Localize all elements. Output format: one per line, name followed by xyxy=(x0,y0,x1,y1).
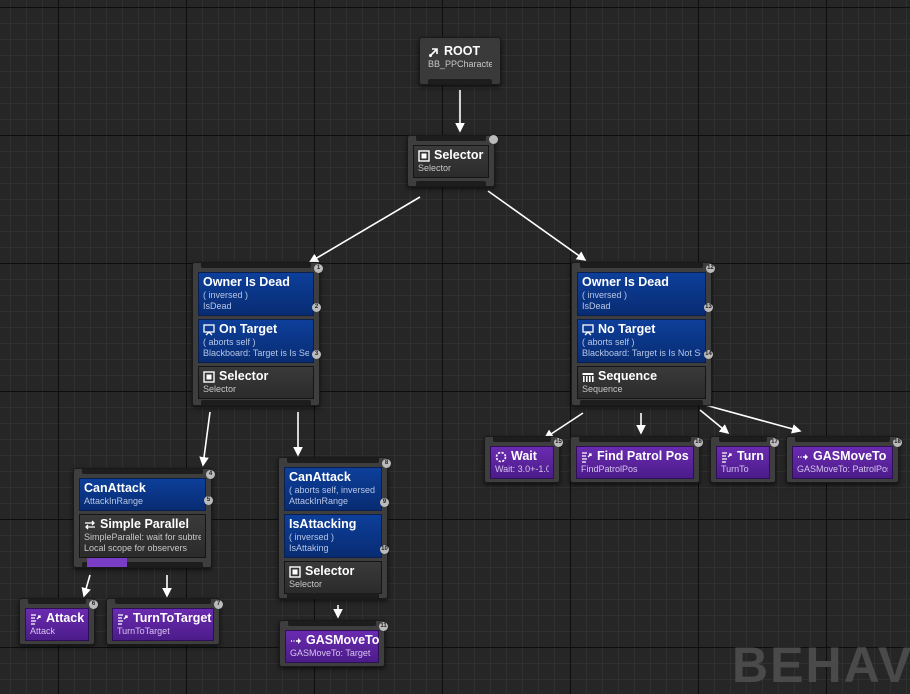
task-icon xyxy=(722,451,732,463)
execution-index-badge: 17 xyxy=(770,438,779,447)
task-turn-node[interactable]: Turn TurnTo 17 xyxy=(710,436,779,483)
task-gas-move-to-target-node[interactable]: GASMoveTo GASMoveTo: Target 11 xyxy=(279,620,388,667)
root-section: ROOT BB_PPCharacter xyxy=(424,42,496,73)
task-turn-to-target-node[interactable]: TurnToTarget TurnToTarget 7 xyxy=(106,598,223,645)
execution-index-badge: 11 xyxy=(379,622,388,631)
decorator-owner-is-dead[interactable]: Owner Is Dead ( inversed ) IsDead 13 xyxy=(577,272,713,316)
link-left-parallel xyxy=(199,411,211,467)
watermark-text: BEHAV xyxy=(732,637,910,693)
right-branch-node[interactable]: Owner Is Dead ( inversed ) IsDead 13 No … xyxy=(571,262,715,406)
composite-sequence[interactable]: Sequence Sequence xyxy=(577,366,706,399)
execution-index-badge: 8 xyxy=(382,459,391,468)
root-node[interactable]: ROOT BB_PPCharacter xyxy=(419,37,501,85)
parallel-icon xyxy=(85,520,95,529)
blackboard-icon xyxy=(582,323,594,335)
execution-index-badge xyxy=(489,135,498,144)
task-title: Turn xyxy=(737,449,764,463)
selector-icon xyxy=(289,565,301,578)
task-title: Find Patrol Pos xyxy=(597,449,689,463)
canattack-selector-node[interactable]: CanAttack ( aborts self, inversed ) Atta… xyxy=(278,457,391,599)
execution-index-badge: 1 xyxy=(314,264,323,273)
task-title: Wait xyxy=(511,449,537,463)
link-seq-wait xyxy=(543,412,584,439)
link-selector-left xyxy=(308,196,421,263)
execution-index-badge: 10 xyxy=(380,545,389,554)
composite-selector[interactable]: Selector Selector xyxy=(198,366,314,399)
decorator-is-attacking[interactable]: IsAttacking ( inversed ) IsAttaking 10 xyxy=(284,514,389,558)
wait-icon xyxy=(495,451,507,462)
execution-index-badge: 7 xyxy=(214,600,223,609)
composite-selector[interactable]: Selector Selector xyxy=(284,561,382,594)
execution-index-badge: 3 xyxy=(312,350,321,359)
execution-index-badge: 5 xyxy=(204,496,213,505)
execution-index-badge: 2 xyxy=(312,303,321,312)
execution-index-badge: 15 xyxy=(554,438,563,447)
root-icon xyxy=(429,47,438,57)
parallel-main-task-pin xyxy=(87,558,127,567)
blackboard-icon xyxy=(203,323,215,335)
decorator-no-target[interactable]: No Target ( aborts self ) Blackboard: Ta… xyxy=(577,319,713,363)
execution-index-badge: 4 xyxy=(206,470,215,479)
selector-main-title: Selector xyxy=(434,148,484,162)
execution-index-badge: 18 xyxy=(893,438,902,447)
link-parallel-attack xyxy=(81,574,91,598)
selector-main-section: Selector Selector xyxy=(413,145,489,178)
link-seq-turn xyxy=(699,409,730,435)
decorator-can-attack[interactable]: CanAttack ( aborts self, inversed ) Atta… xyxy=(284,467,389,511)
execution-index-badge: 9 xyxy=(380,498,389,507)
task-icon xyxy=(582,451,592,463)
task-find-patrol-pos-node[interactable]: Find Patrol Pos FindPatrolPos 16 xyxy=(570,436,703,483)
decorator-on-target[interactable]: On Target ( aborts self ) Blackboard: Ta… xyxy=(198,319,321,363)
move-to-icon xyxy=(798,453,808,460)
task-title: TurnToTarget xyxy=(133,611,212,625)
decorator-title: Owner Is Dead xyxy=(582,275,669,289)
execution-index-badge: 16 xyxy=(694,438,703,447)
task-icon xyxy=(31,613,41,625)
selector-icon xyxy=(418,149,430,162)
selector-main-node[interactable]: Selector Selector xyxy=(407,135,498,187)
execution-index-badge: 14 xyxy=(704,350,713,359)
execution-index-badge: 13 xyxy=(704,303,713,312)
left-branch-node[interactable]: Owner Is Dead ( inversed ) IsDead 2 On T… xyxy=(192,262,323,406)
selector-icon xyxy=(203,370,215,383)
decorator-owner-is-dead[interactable]: Owner Is Dead ( inversed ) IsDead 2 xyxy=(198,272,321,316)
decorator-can-attack[interactable]: CanAttack AttackInRange 5 xyxy=(79,478,213,511)
execution-index-badge: 6 xyxy=(89,600,98,609)
root-title: ROOT xyxy=(444,44,481,58)
execution-index-badge: 12 xyxy=(706,264,715,273)
move-to-icon xyxy=(291,637,301,644)
task-wait-node[interactable]: Wait Wait: 3.0+-1.0s 15 xyxy=(484,436,563,483)
composite-simple-parallel[interactable]: Simple Parallel SimpleParallel: wait for… xyxy=(79,514,206,558)
root-blackboard: BB_PPCharacter xyxy=(428,59,492,69)
simple-parallel-node[interactable]: CanAttack AttackInRange 5 Simple Paralle… xyxy=(73,468,215,568)
task-gas-move-to-patrol-node[interactable]: GASMoveTo GASMoveTo: PatrolPos 18 xyxy=(786,436,902,483)
task-title: Attack xyxy=(46,611,85,625)
selector-main-sub: Selector xyxy=(418,163,452,173)
task-icon xyxy=(118,613,128,625)
link-seq-gasmove xyxy=(704,404,802,434)
task-attack-node[interactable]: Attack Attack 6 xyxy=(19,598,98,645)
task-title: GASMoveTo xyxy=(306,633,380,647)
sequence-icon xyxy=(582,372,594,382)
link-selector-right xyxy=(487,190,587,261)
task-title: GASMoveTo xyxy=(813,449,887,463)
decorator-title: Owner Is Dead xyxy=(203,275,290,289)
